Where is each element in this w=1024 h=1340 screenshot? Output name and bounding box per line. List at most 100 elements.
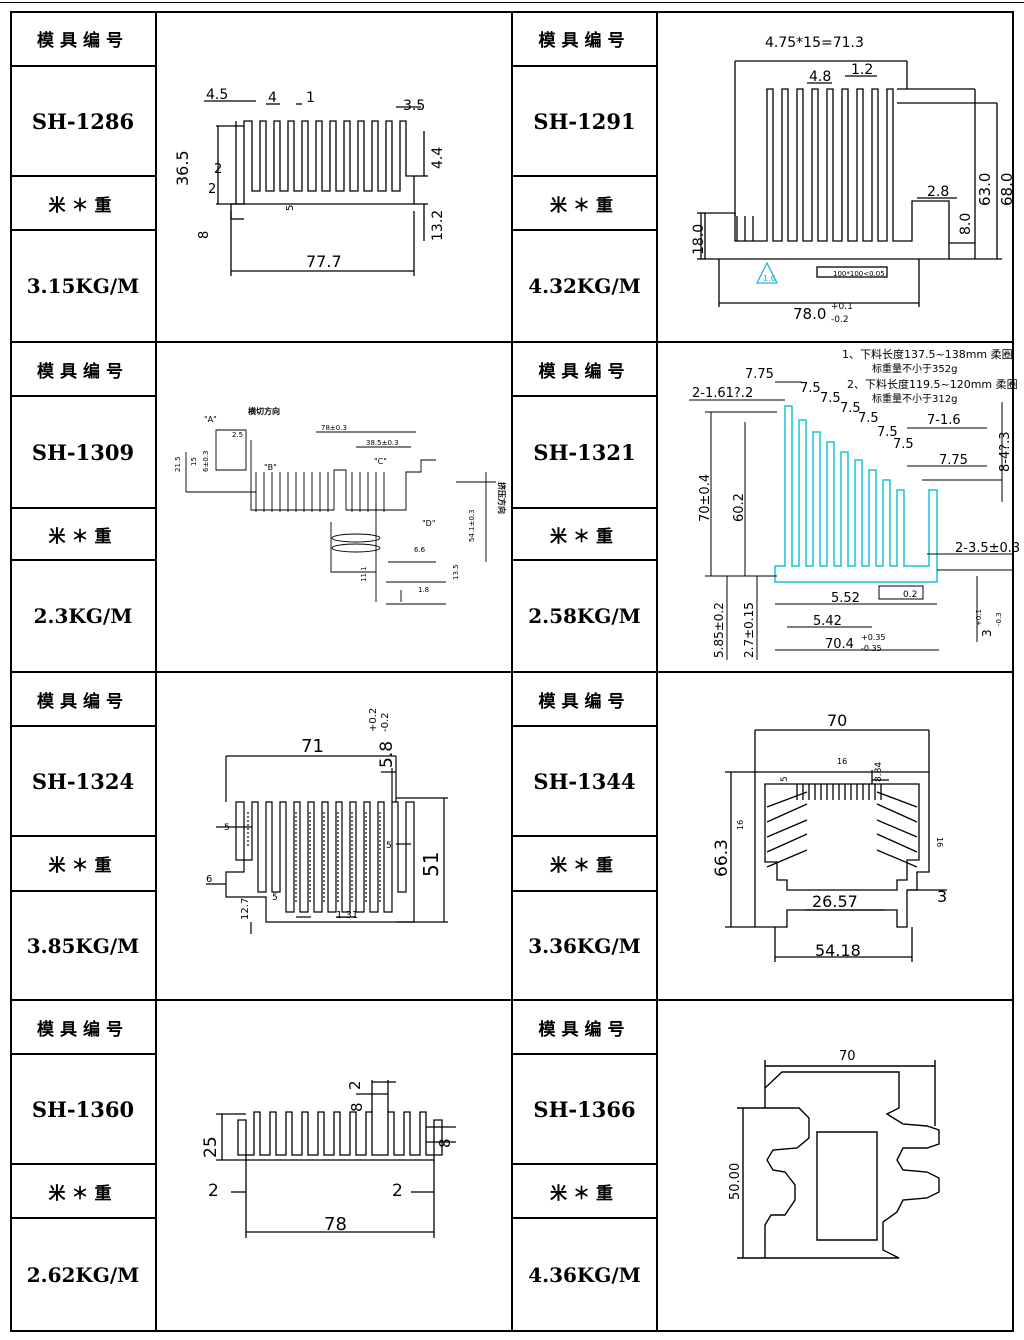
dim-label: 78.0 <box>793 305 826 323</box>
dim-label: 4.8 <box>809 69 831 85</box>
dim-label: 4.5 <box>206 87 228 103</box>
section-marker: "A" <box>204 415 217 424</box>
dim-label: 18.0 <box>691 224 707 255</box>
section-marker: "B" <box>264 463 277 472</box>
dim-label: 7.5 <box>820 391 841 406</box>
mold-code-cell: SH-1286 <box>10 66 156 176</box>
dim-label: 7.5 <box>877 425 898 440</box>
dim-label: 0.2 <box>903 590 917 600</box>
dim-label: 11.1 <box>360 566 368 582</box>
mold-code-cell: SH-1309 <box>10 396 156 508</box>
weight-value-cell: 2.58KG/M <box>512 560 657 672</box>
dim-label: 6 <box>206 874 212 885</box>
profile-drawing-cell <box>657 11 1014 342</box>
mold-number-label-text: 模具编号 <box>538 31 631 51</box>
mold-number-label: 模具编号 <box>10 11 156 66</box>
flatness-note: 100*100<0.05 <box>833 270 885 278</box>
dim-label: 1.8 <box>418 586 429 594</box>
dim-label: 4.75*15=71.3 <box>765 35 864 51</box>
weight-value-cell: 3.36KG/M <box>512 891 657 1000</box>
dim-label: 77.7 <box>306 252 342 271</box>
dim-label: 7.75 <box>745 367 774 382</box>
dim-label: 8-4?.3 <box>998 431 1013 472</box>
dim-label: 70 <box>827 711 847 730</box>
dim-label: 13.2 <box>430 210 446 241</box>
weight-label: 米＊重 <box>10 176 156 230</box>
dim-label: 7.75 <box>939 453 968 468</box>
dim-label: 16 <box>736 820 745 830</box>
profile-drawing-sh1321: 1、下料长度137.5~138mm 柔圈 标重量不小于352g 2、下料长度11… <box>689 347 1020 660</box>
top-rule <box>0 2 1024 3</box>
dim-tolerance: -0.3 <box>995 612 1003 626</box>
profile-drawing-sh1291: 4.75*15=71.3 4.8 1.2 63.0 68.0 2.8 8.0 1… <box>691 35 1016 325</box>
weight-label-text: 米＊重 <box>48 1183 118 1204</box>
profile-drawing-sh1309: "A" "B" "C" "D" 横切方向 挤压方向 78±0.3 38.5±0.… <box>174 406 507 605</box>
dim-label: 5 <box>386 841 392 851</box>
weight-label-text: 米＊重 <box>48 856 118 876</box>
mold-code-cell: SH-1324 <box>10 726 156 836</box>
weight-label: 米＊重 <box>10 836 156 891</box>
profile-drawing-cell <box>156 1000 512 1332</box>
dim-label: 1.2 <box>851 62 873 78</box>
note-text: 1、下料长度137.5~138mm 柔圈 <box>842 347 1013 361</box>
weight-label: 米＊重 <box>512 1164 657 1218</box>
section-marker: "D" <box>422 519 436 528</box>
mold-number-label: 模具编号 <box>512 1000 657 1054</box>
weight-label-text: 米＊重 <box>550 856 619 876</box>
dim-label: 7.5 <box>858 411 879 426</box>
weight-value: 4.36KG/M <box>528 1263 641 1287</box>
mold-code: SH-1360 <box>31 1096 135 1122</box>
weight-label-text: 米＊重 <box>48 526 118 547</box>
dim-label: 70 <box>839 1049 856 1064</box>
dim-label: 66.3 <box>712 839 732 877</box>
dim-label: 71 <box>301 736 324 757</box>
dim-label: 7.5 <box>840 401 861 416</box>
weight-value: 2.62KG/M <box>26 1263 140 1287</box>
weight-label-text: 米＊重 <box>550 526 619 547</box>
mold-code: SH-1344 <box>533 768 636 794</box>
mold-number-label-text: 模具编号 <box>37 31 129 51</box>
dim-tolerance: -0.2 <box>380 712 391 732</box>
dim-label: 7-1.6 <box>927 413 961 428</box>
dim-label: 5 <box>780 776 790 782</box>
mold-number-label: 模具编号 <box>10 1000 156 1054</box>
dim-label: 78±0.3 <box>321 424 347 432</box>
dim-label: 5.8 <box>377 741 397 768</box>
weight-label: 米＊重 <box>512 836 657 891</box>
dim-label: 4 <box>268 90 277 106</box>
dim-label: 70±0.4 <box>698 474 713 522</box>
dim-label: 3 <box>980 629 994 637</box>
section-marker: "C" <box>374 457 387 466</box>
dim-label: 16 <box>935 837 944 847</box>
dim-label: 54.1±0.3 <box>468 509 476 542</box>
profile-drawing-sh1360: 2 8 25 8 2 2 78 <box>201 1080 456 1238</box>
dim-label: 1.31 <box>336 910 358 921</box>
profile-drawing-cell <box>657 342 1014 672</box>
weight-value: 3.85KG/M <box>26 933 140 958</box>
dim-label: 8.0 <box>958 213 974 235</box>
mold-number-label: 模具编号 <box>10 672 156 726</box>
mold-number-label-text: 模具编号 <box>37 691 129 712</box>
mold-number-label-text: 模具编号 <box>538 691 631 712</box>
note-text: 2、下料长度119.5~120mm 柔圈 <box>847 377 1018 391</box>
weight-value: 3.15KG/M <box>26 274 140 298</box>
mold-code-cell: SH-1366 <box>512 1054 657 1164</box>
dim-label: 12.7 <box>240 898 251 920</box>
dim-tolerance: +0.1 <box>975 609 983 626</box>
dim-tolerance: +0.2 <box>368 708 379 732</box>
profile-drawing-sh1286: 4.5 4 1 3.5 36.5 2 2 8 5 4.4 13.2 77.7 <box>173 87 446 276</box>
weight-value: 3.36KG/M <box>528 933 641 958</box>
dim-label: 2 <box>346 1080 364 1090</box>
dim-label: 2 <box>208 1181 219 1201</box>
weight-label-text: 米＊重 <box>550 195 619 216</box>
weight-value: 2.3KG/M <box>33 604 133 628</box>
mold-code-cell: SH-1360 <box>10 1054 156 1164</box>
profile-drawing-cell <box>156 672 512 1000</box>
dim-label: 2-3.5±0.3 <box>955 541 1020 556</box>
dim-label: 4.4 <box>430 147 446 169</box>
mold-code: SH-1324 <box>31 768 135 794</box>
profile-drawing-sh1344: 70 16 8.84 5 16 16 66.3 26.57 3 54.18 <box>712 711 947 962</box>
dim-label: 60.2 <box>732 493 747 522</box>
profile-drawing-sh1366: 70 50.00 <box>728 1049 940 1259</box>
dim-label: 5 <box>224 823 230 833</box>
